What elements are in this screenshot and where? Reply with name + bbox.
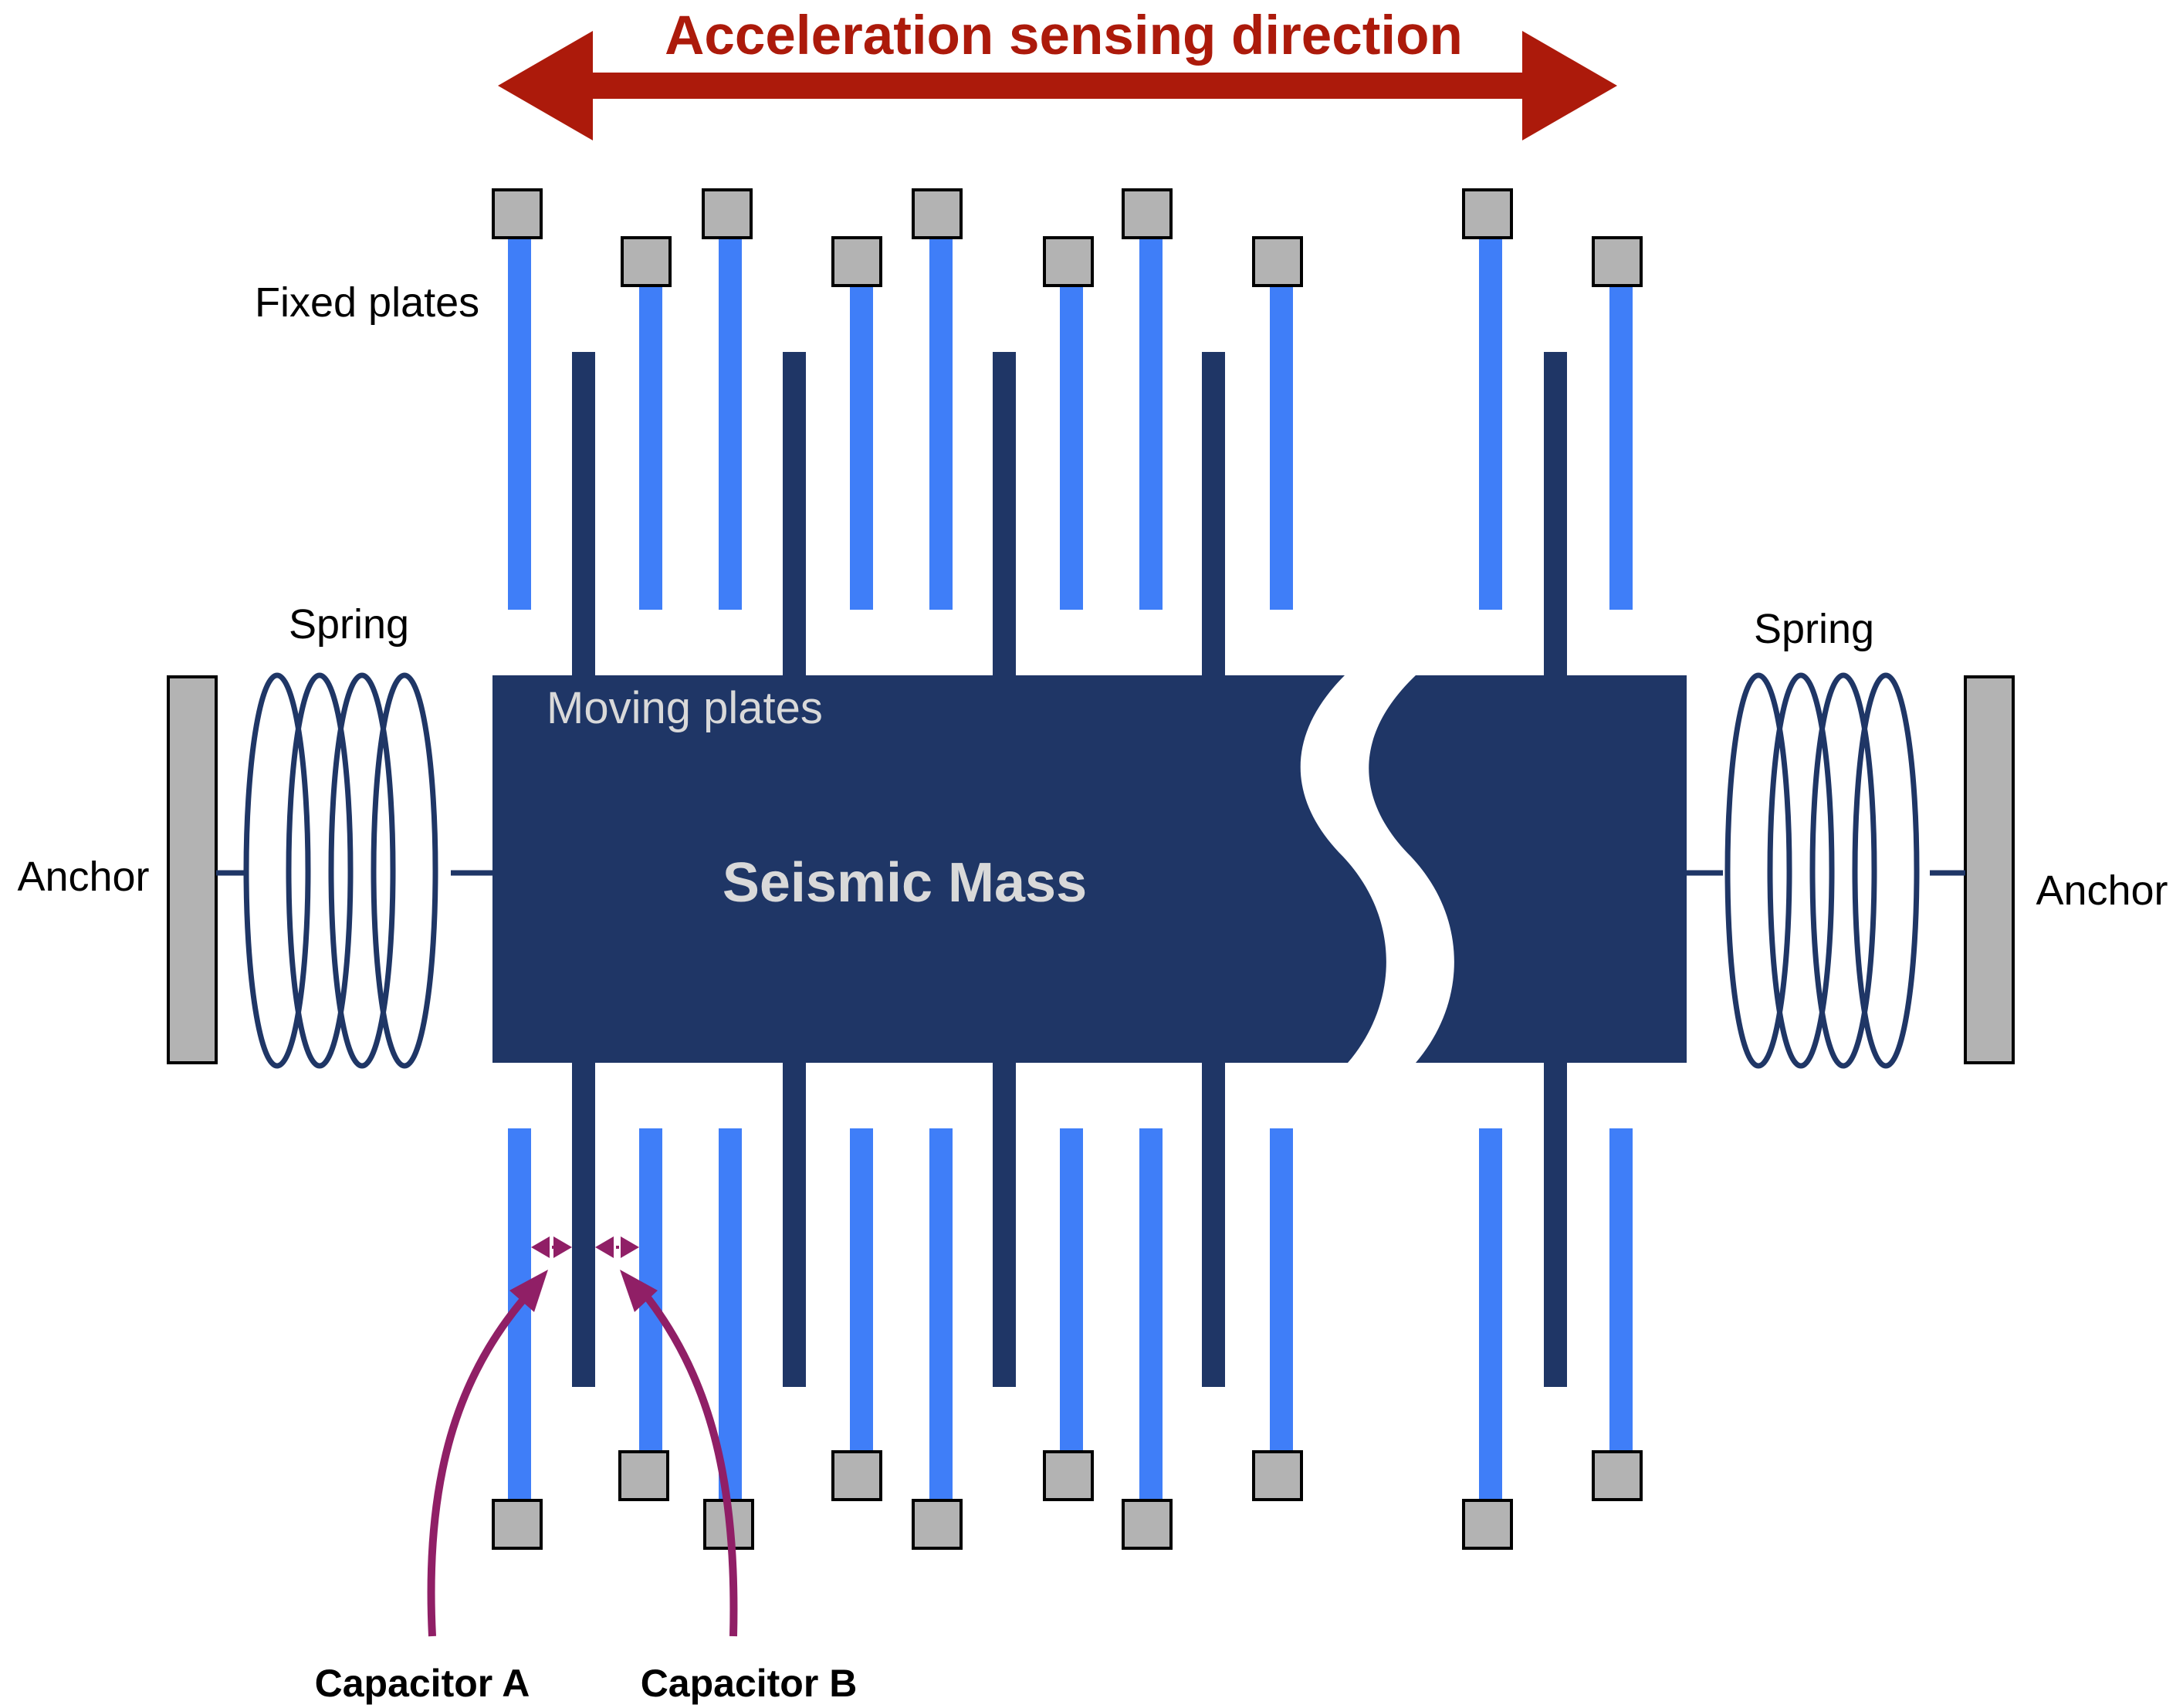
spring-right [1687, 672, 1965, 1069]
moving-plates-bottom [572, 1060, 1567, 1387]
spring-right-label: Spring [1754, 606, 1874, 652]
capacitor-b-label: Capacitor B [641, 1662, 858, 1705]
fixed-plates-label: Fixed plates [255, 279, 479, 326]
spring-left [216, 672, 492, 1069]
anchor-right [1964, 675, 2015, 1064]
seismic-mass-label: Seismic Mass [723, 852, 1087, 914]
capacitor-a-arrow [427, 1270, 548, 1637]
anchor-left [167, 675, 218, 1064]
moving-plates-label: Moving plates [547, 683, 823, 733]
capacitor-a-label: Capacitor A [315, 1662, 530, 1705]
seismic-mass [492, 675, 1386, 1063]
moving-plates-top [572, 352, 1567, 677]
fixed-plate-pads-bottom [492, 1450, 1643, 1550]
anchor-left-label: Anchor [17, 854, 149, 900]
fixed-plates-bottom [508, 1128, 1633, 1503]
direction-arrow [498, 31, 1617, 140]
direction-label: Acceleration sensing direction [665, 5, 1463, 66]
capacitor-gap-markers [531, 1236, 639, 1258]
fixed-plates-top [508, 232, 1633, 610]
fixed-plate-pads-top [492, 188, 1643, 287]
anchor-right-label: Anchor [2036, 868, 2168, 914]
capacitor-b-arrow [620, 1270, 738, 1637]
seismic-mass-right [1369, 675, 1687, 1063]
spring-left-label: Spring [289, 601, 409, 648]
